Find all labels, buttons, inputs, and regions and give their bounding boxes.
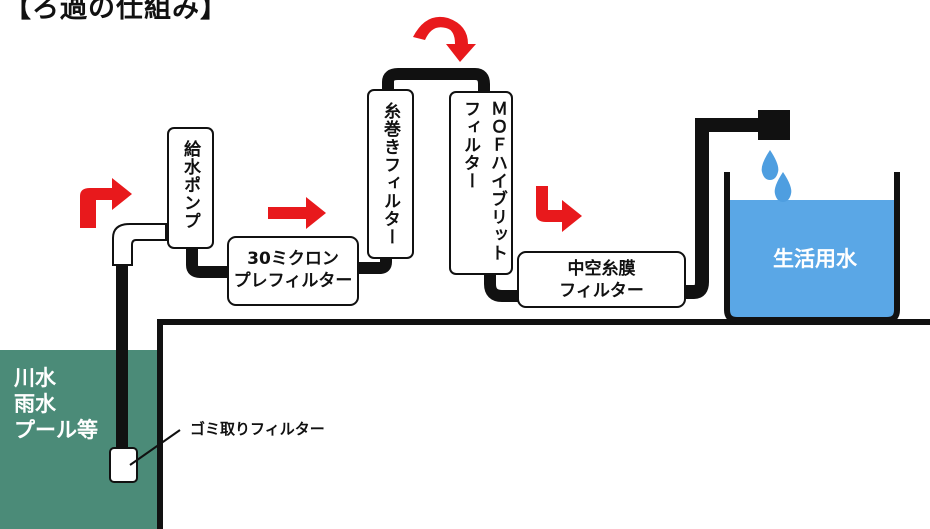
source-label-rain: 雨水: [14, 392, 56, 416]
red-flow-arrow-icon: [536, 186, 582, 232]
prefilter-box: [227, 236, 359, 306]
mof-filter-box: [449, 91, 513, 275]
mof-filter-label-line1: ＭＯＦハイブリット: [487, 100, 507, 262]
red-flow-arrow-icon: [268, 197, 326, 229]
prefilter-label-line1: 30ミクロン: [247, 249, 339, 269]
pipe-elbow: [112, 223, 167, 266]
prefilter-label: 30ミクロン プレフィルター: [230, 248, 356, 292]
pipe-top-loop: [382, 68, 490, 96]
pump-box: [167, 127, 214, 249]
hollow-fiber-label-line2: フィルター: [559, 281, 644, 301]
ground-line: [157, 319, 930, 529]
gomi-leader-line: [129, 429, 181, 466]
page-title: 【ろ過の仕組み】: [4, 0, 228, 24]
pump-label: 給水ポンプ: [180, 140, 200, 230]
gomi-filter-label: ゴミ取りフィルター: [190, 420, 325, 438]
source-label-river: 川水: [14, 366, 56, 390]
water-drop-icon: [761, 150, 779, 180]
mof-filter-label: ＭＯＦハイブリット フィルター: [458, 100, 510, 262]
source-label-pool: プール等: [14, 418, 98, 442]
pipe-pump-to-prefilter: [186, 248, 232, 278]
domestic-water-label: 生活用水: [773, 247, 857, 271]
red-flow-arrow-icon: [413, 16, 476, 63]
tank-outline: [724, 172, 900, 323]
hollow-fiber-label-line1: 中空糸膜: [567, 259, 636, 279]
tank-water: [727, 200, 897, 318]
source-water-area: [0, 350, 160, 529]
hollow-fiber-filter-box: [517, 251, 686, 308]
mof-filter-label-line2: フィルター: [460, 100, 480, 190]
red-flow-arrow-icon: [80, 178, 132, 228]
pipe-prefilter-to-string: [355, 250, 392, 274]
string-wound-filter-label: 糸巻きフィルター: [380, 102, 400, 246]
pipe-hollow-to-outlet: [682, 118, 779, 299]
string-wound-filter-box: [367, 89, 414, 259]
outlet-nozzle: [758, 110, 790, 140]
pipe-mof-to-hollow: [484, 272, 520, 302]
water-drop-icon: [774, 172, 792, 202]
prefilter-label-line2: プレフィルター: [233, 271, 353, 291]
hollow-fiber-filter-label: 中空糸膜 フィルター: [520, 258, 683, 302]
gomi-filter-box: [109, 447, 138, 483]
